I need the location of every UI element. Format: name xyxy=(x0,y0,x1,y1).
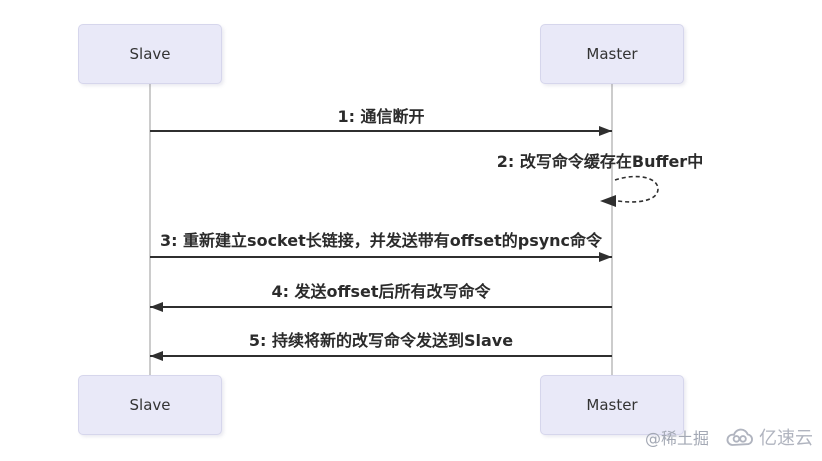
message-2-label: 2: 改写命令缓存在Buffer中 xyxy=(496,152,704,171)
message-4-arrow xyxy=(150,306,612,308)
message-3-arrowhead-icon xyxy=(599,252,612,262)
message-2-self-loop xyxy=(600,175,659,207)
message-4-arrowhead-icon xyxy=(150,302,163,312)
watermark-brand-text: 亿速云 xyxy=(759,428,814,449)
watermark-author: @稀土掘 xyxy=(645,429,710,448)
watermark: @稀土掘 亿速云 xyxy=(645,424,813,450)
watermark-brand: 亿速云 xyxy=(725,424,813,450)
actor-box-slave-top: Slave xyxy=(78,24,222,84)
message-1-arrowhead-icon xyxy=(599,126,612,136)
message-1-arrow xyxy=(150,130,612,132)
message-3-arrow xyxy=(150,256,612,258)
message-1-label: 1: 通信断开 xyxy=(337,107,425,126)
message-4-label: 4: 发送offset后所有改写命令 xyxy=(271,282,491,301)
lifeline-slave xyxy=(149,84,151,375)
actor-label-master-top: Master xyxy=(586,45,638,63)
cloud-logo-icon xyxy=(726,428,753,446)
message-5-arrow xyxy=(150,355,612,357)
actor-label-slave-bottom: Slave xyxy=(129,396,171,414)
self-loop-arrowhead-icon xyxy=(600,195,616,207)
actor-label-master-bottom: Master xyxy=(586,396,638,414)
actor-label-slave-top: Slave xyxy=(129,45,171,63)
actor-box-slave-bottom: Slave xyxy=(78,375,222,435)
actor-box-master-bottom: Master xyxy=(540,375,684,435)
message-5-label: 5: 持续将新的改写命令发送到Slave xyxy=(248,331,514,350)
lifeline-master xyxy=(611,84,613,375)
message-3-label: 3: 重新建立socket长链接，并发送带有offset的psync命令 xyxy=(159,231,603,250)
actor-box-master-top: Master xyxy=(540,24,684,84)
message-5-arrowhead-icon xyxy=(150,351,163,361)
